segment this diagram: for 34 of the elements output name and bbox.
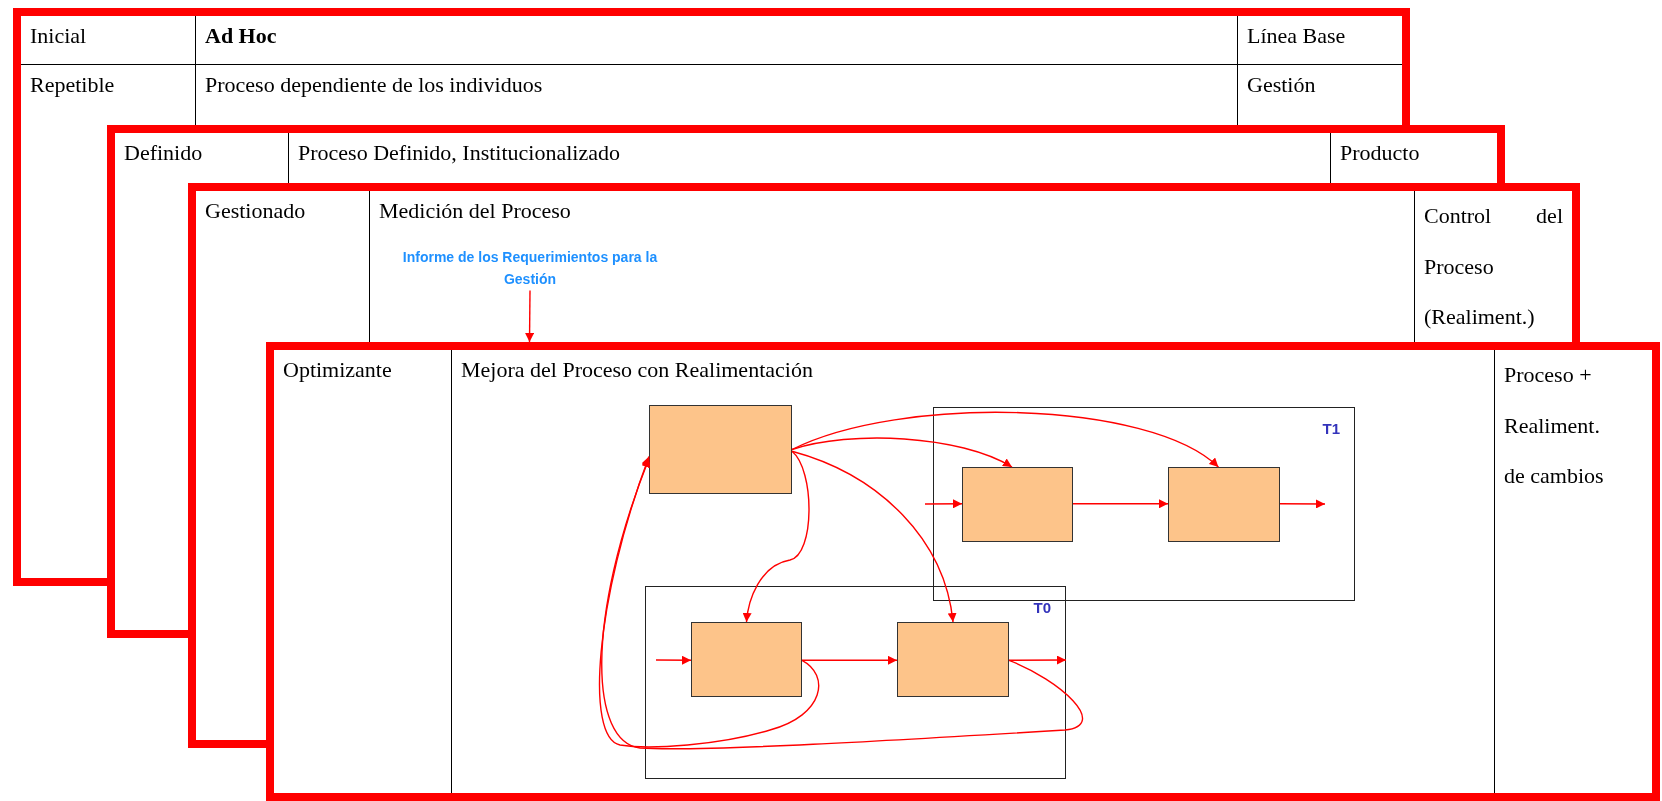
process-box bbox=[691, 622, 802, 697]
arrow bbox=[1072, 499, 1169, 509]
process-box bbox=[649, 405, 792, 494]
focus-area: Proceso + Realiment. de cambios bbox=[1495, 350, 1652, 793]
focus-area: Control del Proceso (Realiment.) bbox=[1415, 191, 1572, 342]
group-frame bbox=[645, 586, 1066, 779]
frame-label: T1 bbox=[1322, 420, 1340, 437]
arrow bbox=[1279, 499, 1326, 509]
level-card bbox=[188, 183, 1580, 342]
arrow bbox=[791, 411, 1220, 468]
arrow bbox=[598, 455, 820, 748]
arrow bbox=[655, 655, 692, 665]
process-box bbox=[962, 467, 1073, 542]
level-card bbox=[266, 342, 1660, 801]
annotation-text: Informe de los Requerimientos para la Gestión bbox=[380, 247, 680, 291]
focus-area: Gestión bbox=[1238, 65, 1402, 125]
practice-description: Ad Hoc bbox=[196, 16, 1238, 65]
group-frame bbox=[933, 407, 1355, 601]
arrow bbox=[601, 457, 1084, 750]
arrow bbox=[742, 450, 810, 623]
level-card bbox=[13, 8, 1410, 125]
arrow bbox=[791, 450, 957, 623]
arrow bbox=[801, 655, 898, 665]
arrow bbox=[525, 289, 535, 343]
level-name: Inicial bbox=[21, 16, 196, 65]
frame-label: T0 bbox=[1033, 599, 1051, 616]
level-name: Optimizante bbox=[274, 350, 452, 793]
arrow bbox=[1008, 655, 1067, 665]
process-box bbox=[1168, 467, 1280, 542]
process-box bbox=[897, 622, 1009, 697]
focus-area: Línea Base bbox=[1238, 16, 1402, 65]
level-card bbox=[107, 125, 1505, 183]
focus-area: Producto bbox=[1331, 133, 1497, 183]
arrow bbox=[924, 499, 963, 509]
